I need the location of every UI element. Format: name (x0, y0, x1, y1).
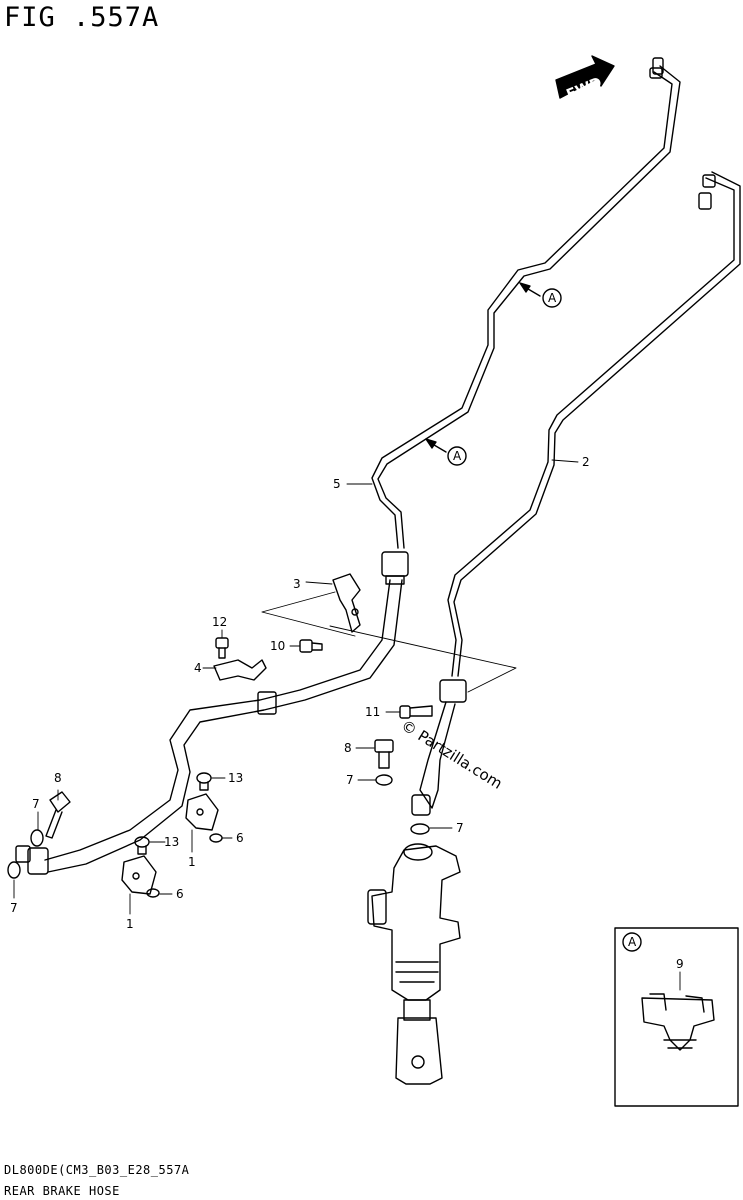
guide-line-bracket (261, 591, 356, 637)
bolt-11 (399, 705, 433, 719)
callout-6-upper: 6 (236, 831, 244, 845)
callout-5: 5 (333, 477, 341, 491)
clamp-1-lower (121, 855, 157, 895)
brake-pipe-2 (447, 171, 741, 677)
callout-7-right-upper: 7 (346, 773, 354, 787)
callout-13-lower: 13 (164, 835, 179, 849)
washer-7-lower-right (410, 823, 430, 835)
rear-master-cylinder (367, 843, 461, 1085)
hose-bracket-3 (332, 573, 361, 633)
callout-9: 9 (676, 957, 684, 971)
ref-arrow-upper (519, 282, 562, 308)
callout-12: 12 (212, 615, 227, 629)
callout-13-upper: 13 (228, 771, 243, 785)
guide-line-junction (329, 625, 517, 693)
outlet-hose-junction (411, 679, 467, 816)
callout-2: 2 (582, 455, 590, 469)
callout-10: 10 (270, 639, 285, 653)
bolt-13-upper (196, 772, 212, 791)
bolt-12 (215, 637, 229, 659)
ref-marker-upper: A (548, 291, 557, 305)
group-name: REAR BRAKE HOSE (4, 1184, 120, 1198)
model-code: DL800DE(CM3_B03_E28_557A (4, 1163, 190, 1177)
nut-6-lower (146, 888, 160, 898)
rear-brake-hose (15, 551, 409, 875)
union-bolt-8-right (374, 739, 394, 769)
hose-clamp-4 (213, 659, 267, 681)
bolt-13-lower (134, 836, 150, 855)
figure-title: FIG .557A (4, 2, 160, 33)
washer-7-upper-left (30, 829, 44, 847)
callout-4: 4 (194, 661, 202, 675)
callout-7-left-lower: 7 (10, 901, 18, 915)
watermark: © Partzilla.com (398, 716, 506, 793)
washer-7-upper-right (375, 774, 393, 786)
detail-inset (614, 927, 739, 1107)
clip-9-icon (641, 993, 715, 1051)
callout-8-right: 8 (344, 741, 352, 755)
brake-pipe-5 (371, 57, 681, 549)
callout-6-lower: 6 (176, 887, 184, 901)
bolt-10 (299, 639, 323, 653)
callout-1-upper: 1 (188, 855, 196, 869)
nut-6-upper (209, 833, 223, 843)
detail-marker: A (628, 935, 637, 949)
callout-11: 11 (365, 705, 380, 719)
ref-arrow-lower (425, 438, 467, 466)
ref-marker-lower: A (453, 449, 462, 463)
forward-arrow-icon: FWD (555, 55, 615, 103)
callout-8-left: 8 (54, 771, 62, 785)
washer-7-lower-left (7, 861, 21, 879)
callout-leaders (13, 459, 579, 915)
callout-7-right-lower: 7 (456, 821, 464, 835)
clamp-1-upper (185, 793, 219, 831)
callout-3: 3 (293, 577, 301, 591)
callout-1-lower: 1 (126, 917, 134, 931)
callout-7-left-upper: 7 (32, 797, 40, 811)
